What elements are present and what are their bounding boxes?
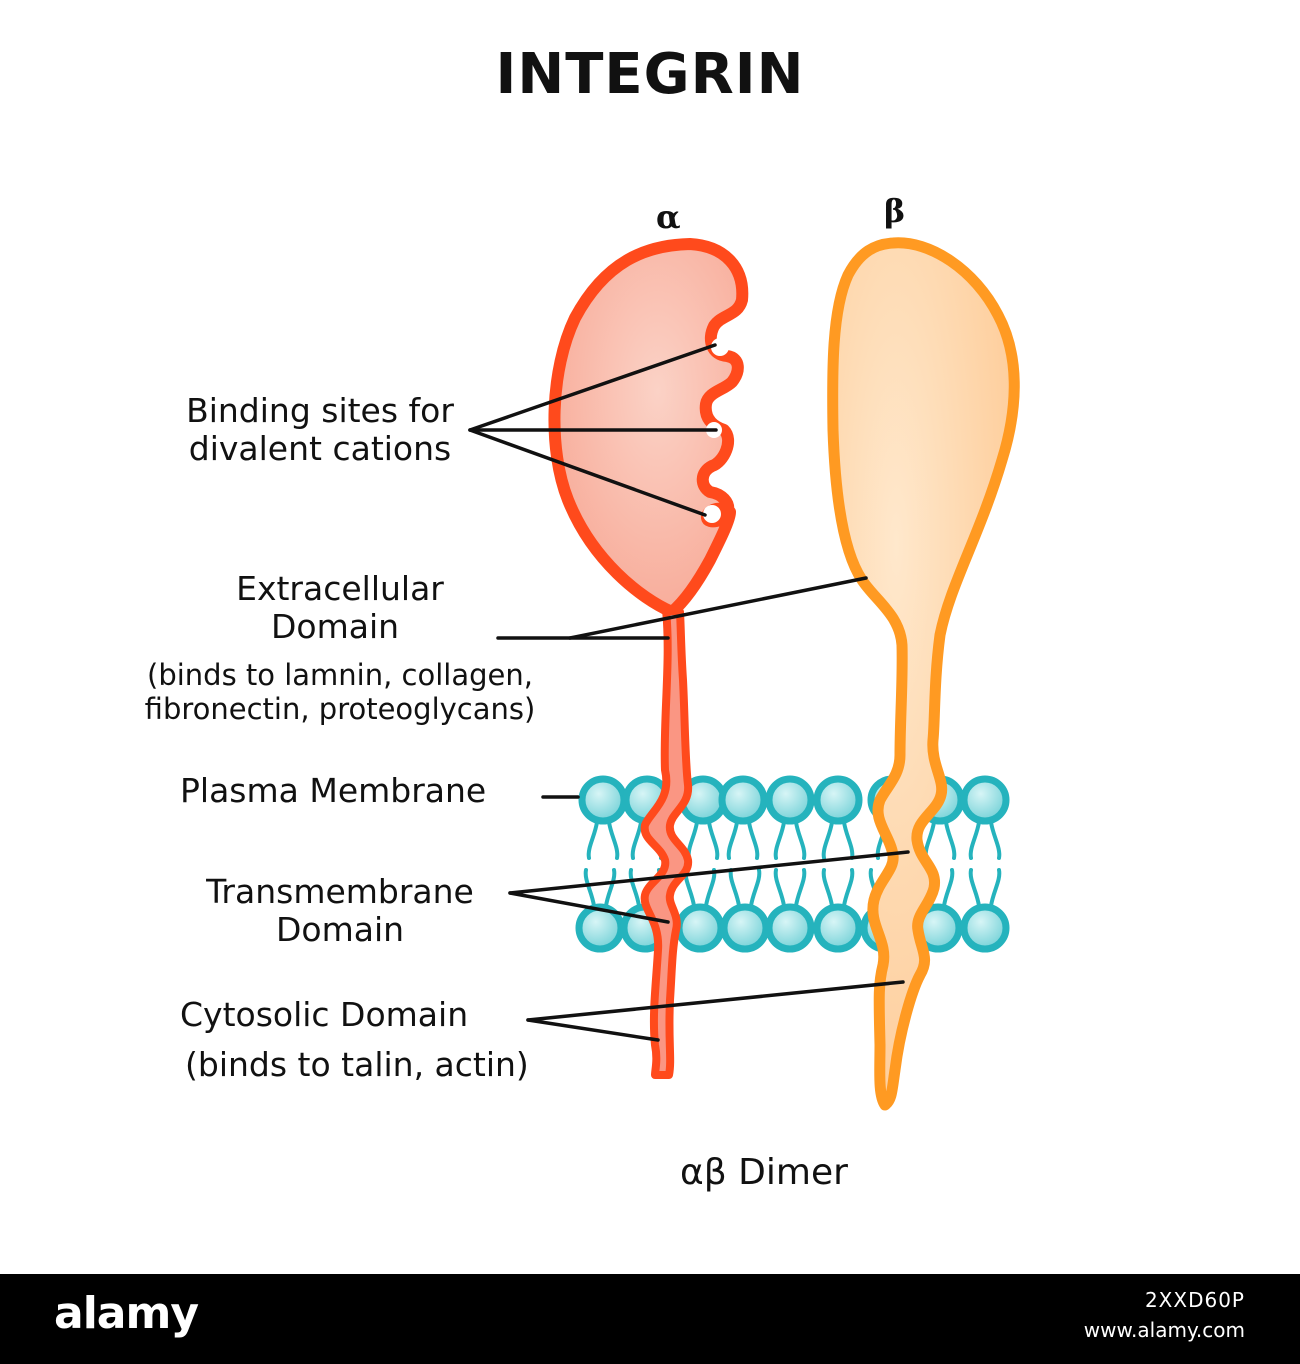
extracellular-note-line-1: (binds to lamnin, collagen, (147, 658, 533, 692)
leader-transmembrane-beta (508, 850, 910, 895)
brand-logo: alamy (54, 1288, 199, 1339)
extracellular-line-2: Domain (270, 607, 400, 646)
transmembrane-line-2: Domain (275, 910, 405, 949)
leader-extracellular-beta (568, 576, 868, 640)
footer-url: www.alamy.com (1083, 1318, 1245, 1342)
leader-lines (468, 343, 910, 1042)
alpha-label: α (656, 198, 681, 236)
leader-binding-1 (468, 343, 717, 432)
extracellular-line-1: Extracellular (236, 569, 444, 608)
cation-site-1 (711, 338, 729, 356)
phospholipid-top-4 (765, 775, 815, 860)
leader-cytosolic-alpha (526, 1018, 660, 1042)
binding-sites-line-2: divalent cations (188, 429, 452, 468)
leader-transmembrane-alpha (508, 891, 670, 924)
lipid-head (718, 775, 768, 825)
lipid-tails (821, 820, 855, 860)
leader-binding-3 (468, 428, 707, 517)
cytosolic-note: (binds to talin, actin) (185, 1045, 529, 1084)
footer-bar: alamy 2XXD60P www.alamy.com (0, 1274, 1300, 1364)
beta-body (827, 237, 1020, 1111)
transmembrane-label: Transmembrane Domain (170, 873, 510, 949)
lipid-head (813, 903, 863, 953)
lipid-head (675, 903, 725, 953)
phospholipid-bottom-3 (720, 868, 770, 953)
cation-site-3 (703, 505, 721, 523)
binding-sites-line-1: Binding sites for (186, 391, 454, 430)
lipid-tails (923, 820, 957, 860)
phospholipid-top-3 (718, 775, 768, 860)
lipid-tails (821, 868, 855, 908)
phospholipid-bottom-5 (813, 868, 863, 953)
cytosolic-label: Cytosolic Domain (180, 995, 469, 1034)
phospholipid-bottom-2 (675, 868, 725, 953)
integrin-diagram: INTEGRIN α β Binding sites for divalent … (140, 42, 1020, 1193)
phospholipid-top-5 (813, 775, 863, 860)
phospholipid-top-0 (578, 775, 628, 860)
lipid-tails (686, 820, 720, 860)
phospholipid-top-8 (960, 775, 1010, 860)
lipid-tails (968, 820, 1002, 860)
binding-sites-label: Binding sites for divalent cations (150, 392, 490, 468)
extracellular-label: Extracellular Domain (binds to lamnin, c… (140, 569, 540, 727)
phospholipid-bottom-4 (765, 868, 815, 953)
lipid-head (720, 903, 770, 953)
lipid-head (813, 775, 863, 825)
lipid-head (960, 775, 1010, 825)
alpha-subunit (548, 238, 749, 1079)
lipid-head (765, 903, 815, 953)
lipid-tails (583, 868, 617, 908)
lipid-tails (773, 820, 807, 860)
lipid-head (960, 903, 1010, 953)
alpha-stalk (640, 606, 693, 1079)
plasma-membrane-label: Plasma Membrane (180, 771, 487, 810)
lipid-tails (728, 868, 762, 908)
dimer-label: αβ Dimer (680, 1152, 848, 1193)
phospholipid-bottom-8 (960, 868, 1010, 953)
lipid-head (578, 775, 628, 825)
extracellular-note-line-2: fibronectin, proteoglycans) (144, 692, 536, 726)
lipid-tails (773, 868, 807, 908)
lipid-tails (586, 820, 620, 860)
beta-subunit (827, 237, 1020, 1111)
diagram-canvas (468, 237, 1020, 1111)
lipid-tails (968, 868, 1002, 908)
image-id: 2XXD60P (1144, 1288, 1245, 1312)
beta-label: β (884, 192, 906, 230)
leader-cytosolic-beta (526, 980, 905, 1022)
lipid-head (765, 775, 815, 825)
page-title: INTEGRIN (495, 42, 805, 107)
lipid-tails (726, 820, 760, 860)
transmembrane-line-1: Transmembrane (206, 872, 474, 911)
